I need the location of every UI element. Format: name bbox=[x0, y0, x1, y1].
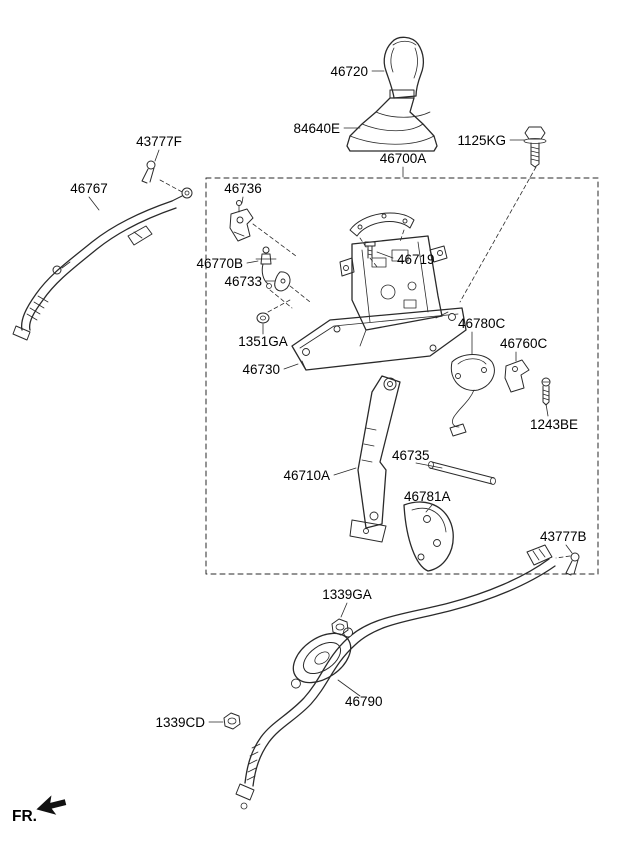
damper-drawing bbox=[255, 246, 277, 289]
screw-drawing bbox=[541, 377, 551, 406]
part-label-boot: 84640E bbox=[293, 121, 340, 136]
part-label-pin: 46719 bbox=[397, 252, 435, 267]
side-plate-drawing bbox=[403, 501, 454, 572]
part-label-clip-top: 43777F bbox=[136, 134, 182, 149]
nut-1339ga-drawing bbox=[331, 618, 349, 636]
grommet-drawing bbox=[291, 627, 353, 689]
lever-drawing bbox=[349, 375, 401, 543]
lower-cable-drawing bbox=[235, 544, 556, 810]
upper-cable-drawing bbox=[12, 187, 193, 341]
mount-bracket-drawing bbox=[229, 200, 254, 242]
part-label-nut-upper: 1339GA bbox=[322, 587, 372, 602]
clip-43777b-drawing bbox=[565, 552, 580, 576]
detent-strap-drawing bbox=[349, 212, 415, 237]
part-labels: 46720 84640E 1125KG 46700A 43777F 46767 … bbox=[70, 64, 586, 730]
bolt-drawing bbox=[523, 126, 547, 168]
fr-arrow-icon bbox=[36, 795, 67, 815]
dashed-reference-lines bbox=[159, 166, 571, 559]
part-label-bolt: 1125KG bbox=[457, 133, 506, 148]
part-label-knob: 46720 bbox=[330, 64, 368, 79]
main-assembly-drawing bbox=[291, 235, 467, 371]
part-label-switch: 46760C bbox=[500, 336, 548, 351]
part-label-clip-mid: 46733 bbox=[224, 274, 262, 289]
nut-1339cd-drawing bbox=[223, 712, 241, 730]
part-label-rod: 46735 bbox=[392, 448, 430, 463]
fr-direction-marker: FR. bbox=[12, 795, 67, 825]
rod-drawing bbox=[428, 461, 496, 485]
boot-drawing bbox=[346, 89, 438, 152]
part-label-bracket-mount: 46736 bbox=[224, 181, 262, 196]
part-label-cable-upper: 46767 bbox=[70, 181, 108, 196]
assembly-boundary-box bbox=[205, 177, 599, 575]
part-label-lever: 46710A bbox=[283, 468, 330, 483]
harness-drawing bbox=[449, 354, 495, 437]
part-label-clip-lower: 43777B bbox=[540, 529, 587, 544]
part-label-washer: 1351GA bbox=[238, 334, 288, 349]
pin-46719-drawing bbox=[364, 241, 376, 259]
part-label-housing: 46730 bbox=[242, 362, 280, 377]
part-label-harness: 46780C bbox=[458, 316, 506, 331]
leader-lines bbox=[88, 70, 573, 723]
shift-knob-drawing bbox=[383, 36, 425, 99]
clip-46733-drawing bbox=[274, 271, 291, 292]
part-label-nut-lower: 1339CD bbox=[155, 715, 205, 730]
part-label-damper: 46770B bbox=[196, 256, 243, 271]
switch-bracket-drawing bbox=[504, 359, 530, 393]
washer-drawing bbox=[256, 312, 270, 324]
part-label-cable-lower: 46790 bbox=[345, 694, 383, 709]
part-label-screw: 1243BE bbox=[530, 417, 578, 432]
fr-label: FR. bbox=[12, 808, 37, 825]
part-label-assembly: 46700A bbox=[380, 151, 427, 166]
part-label-plate: 46781A bbox=[404, 489, 451, 504]
clip-43777f-drawing bbox=[141, 160, 156, 184]
